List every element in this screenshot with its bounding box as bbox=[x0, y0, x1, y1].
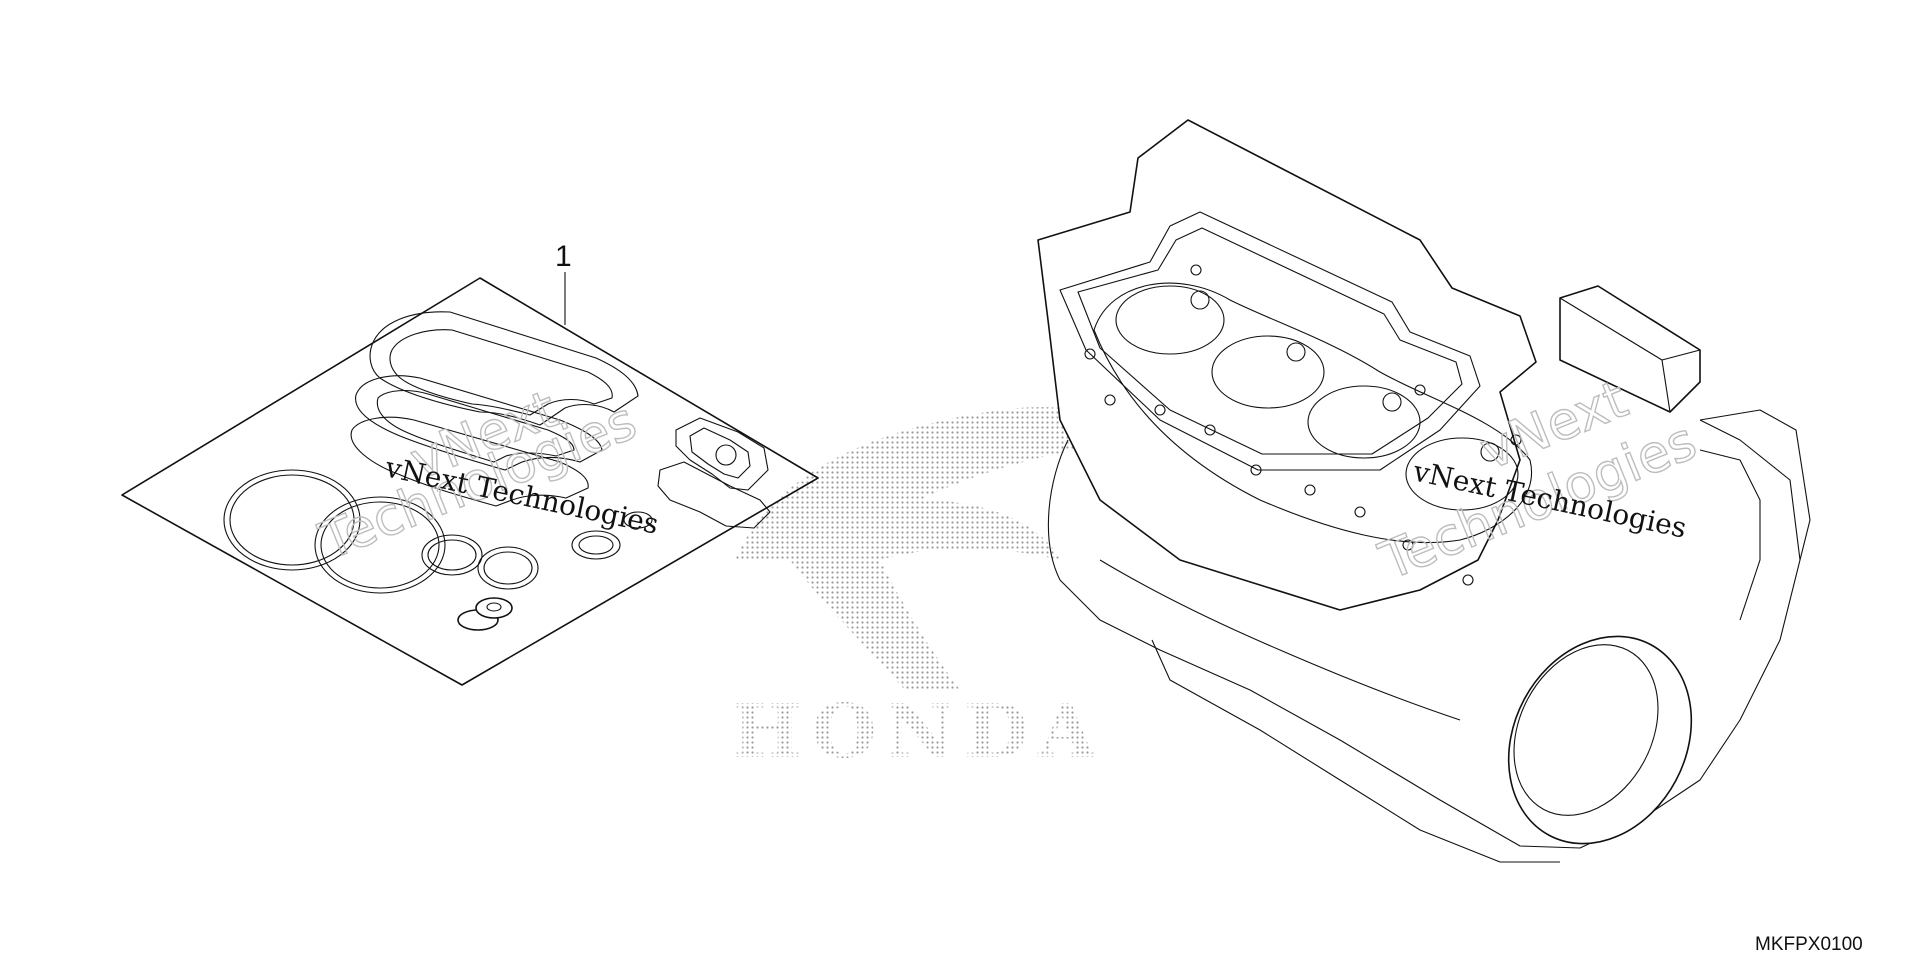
small-cover-gasket-inner bbox=[689, 427, 751, 479]
small-gasket-hole bbox=[715, 444, 737, 466]
gasket-kit-group: 1 bbox=[121, 240, 819, 686]
o-ring-medium-2 bbox=[477, 546, 539, 590]
o-ring-large-1-inner bbox=[229, 474, 355, 566]
cylinder-block-body bbox=[1047, 419, 1801, 849]
o-ring-tiny bbox=[623, 511, 653, 529]
watermark-left: vNext Technologies vNext Technologies bbox=[311, 379, 662, 573]
o-ring-small-inner bbox=[578, 535, 614, 555]
crankcase-side bbox=[1699, 409, 1811, 561]
engine-block-group bbox=[1037, 119, 1811, 863]
grommet-hole bbox=[486, 602, 502, 612]
engine-side-cover bbox=[1507, 635, 1693, 845]
cylinder-bore-3 bbox=[1307, 385, 1421, 459]
o-ring-large-2-inner bbox=[320, 501, 440, 589]
cylinder-bore-4 bbox=[1405, 437, 1519, 511]
grommet-top bbox=[475, 597, 513, 619]
callout-label-1: 1 bbox=[555, 240, 572, 273]
o-ring-large-1 bbox=[223, 469, 361, 571]
o-ring-large-2 bbox=[314, 496, 446, 594]
o-ring-medium-1 bbox=[421, 534, 483, 576]
engine-side-cover-rim bbox=[1513, 644, 1659, 816]
drawing-code: MKFPX0100 bbox=[1755, 934, 1863, 955]
o-ring-medium-2-inner bbox=[483, 551, 533, 585]
honda-wing-mark bbox=[735, 407, 1130, 690]
head-bolt-holes bbox=[1084, 264, 1522, 586]
gasket-kit-sheet bbox=[121, 277, 819, 686]
cylinder-bore-1 bbox=[1115, 285, 1225, 355]
head-cover-top-inner bbox=[1077, 227, 1463, 455]
block-lower-lip bbox=[1099, 559, 1461, 721]
o-ring-medium-1-inner bbox=[427, 539, 477, 571]
honda-logo-text: HONDA bbox=[732, 689, 1106, 775]
head-cover-gasket-2 bbox=[355, 375, 603, 471]
o-ring-small bbox=[571, 530, 621, 560]
head-cover-gasket-2-inner bbox=[376, 389, 575, 463]
honda-logo: HONDA bbox=[732, 407, 1130, 775]
head-cover-gasket-3 bbox=[350, 416, 589, 507]
small-cover-gasket bbox=[675, 417, 769, 491]
head-cover-outline bbox=[1037, 119, 1537, 611]
head-cover-top bbox=[1059, 211, 1481, 471]
cylinder-bore-2 bbox=[1211, 335, 1325, 409]
head-cover-gasket-outer bbox=[369, 311, 639, 426]
small-cover-gasket-2 bbox=[657, 461, 771, 529]
head-gasket-outline bbox=[1093, 282, 1533, 544]
